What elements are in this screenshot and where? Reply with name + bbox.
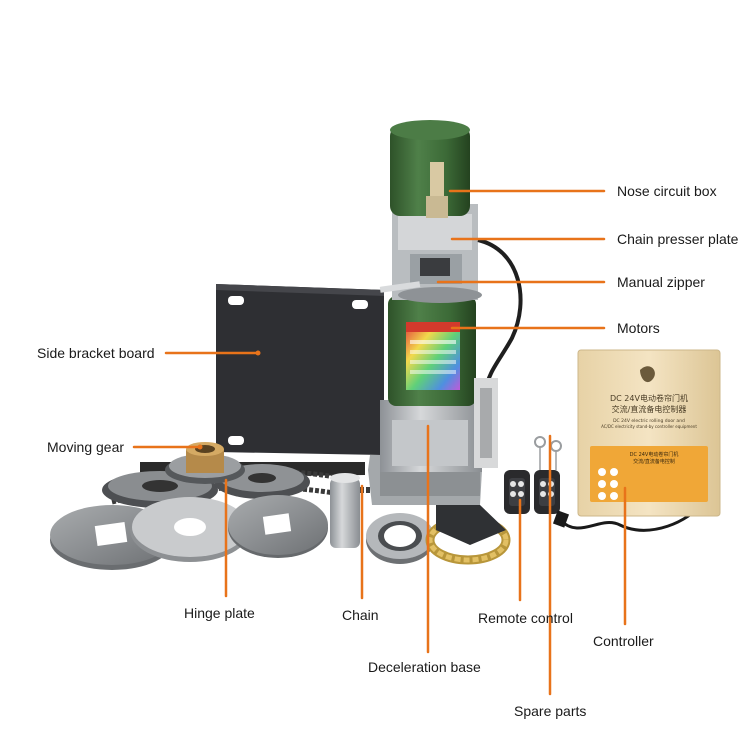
label-deceleration-base: Deceleration base [368, 659, 481, 675]
label-chain-presser-plate: Chain presser plate [617, 231, 739, 247]
label-side-bracket-board: Side bracket board [37, 345, 155, 361]
hinge-plate-middle [130, 497, 250, 562]
side-bracket-board [216, 284, 384, 455]
hinge-plate-right [228, 495, 328, 558]
bearing [366, 513, 434, 564]
label-moving-gear: Moving gear [47, 439, 125, 455]
label-motors: Motors [617, 320, 660, 336]
chain-loop [425, 505, 511, 565]
label-manual-zipper: Manual zipper [617, 274, 705, 290]
motor-unit [368, 120, 523, 505]
motor-label-sticker [406, 322, 460, 390]
moving-gear-graphic [165, 442, 245, 484]
controller-title-en: DC 24V electric rolling door and [613, 418, 685, 424]
key-ring-parts [534, 436, 562, 470]
remote-control-left [504, 470, 530, 514]
label-chain: Chain [342, 607, 379, 623]
leader-lines [132, 189, 627, 696]
label-controller: Controller [593, 633, 654, 649]
controller-subtitle-cn: 交流/直流备电控制器 [612, 404, 687, 414]
label-nose-circuit-box: Nose circuit box [617, 183, 717, 199]
controller-subtitle-en: AC/DC electricity stand-by controller eq… [601, 424, 697, 429]
controller-title-cn: DC 24V电动卷帘门机 [610, 393, 688, 403]
shaft-pipe [330, 473, 360, 548]
label-remote-control: Remote control [478, 610, 573, 626]
controller-panel-line2: 交流/直流备电控制 [633, 458, 675, 465]
leader-arrowheads [197, 350, 261, 450]
controller-panel-line1: DC 24V电动卷帘门机 [630, 451, 679, 458]
label-spare-parts: Spare parts [514, 703, 587, 719]
controller-panel: DC 24V电动卷帘门机 交流/直流备电控制 [590, 446, 708, 502]
controller-box: DC 24V电动卷帘门机 交流/直流备电控制器 DC 24V electric … [577, 349, 721, 517]
remote-control-right [534, 470, 560, 514]
label-hinge-plate: Hinge plate [184, 605, 255, 621]
